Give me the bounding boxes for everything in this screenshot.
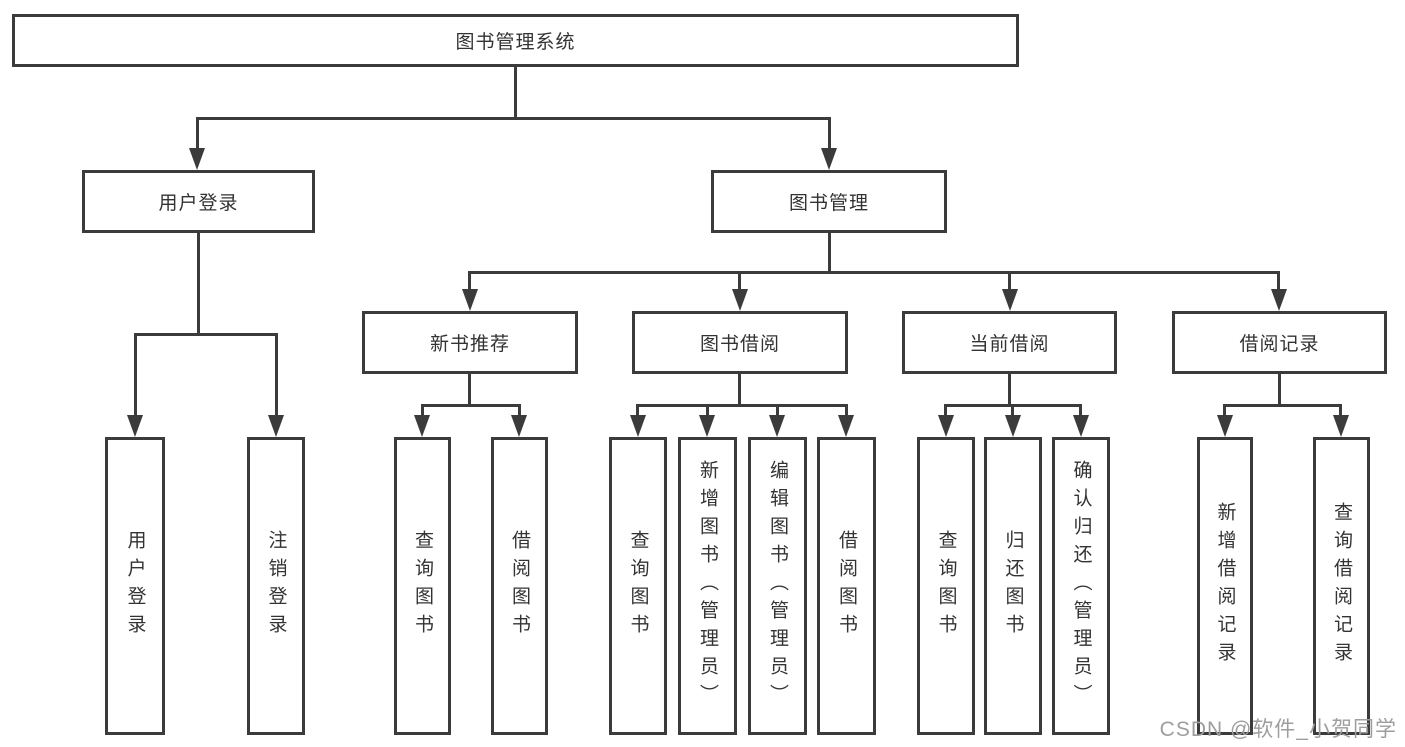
leaf-nb-borrow-books: 借阅图书 — [491, 437, 548, 735]
edge-to-current-borrowing — [1008, 271, 1011, 295]
edge-to-br-add — [1223, 404, 1226, 418]
leaf-br-query-record-label: 查询借阅记录 — [1331, 502, 1352, 670]
edge-current-borrowing-stub — [1008, 373, 1011, 406]
node-root-label: 图书管理系统 — [455, 32, 576, 53]
node-book-management-label: 图书管理 — [788, 193, 869, 214]
arrowhead-icon — [1002, 289, 1018, 311]
edge-borrow-records-branch — [1223, 404, 1342, 407]
arrowhead-icon — [189, 148, 205, 170]
edge-to-bb-query — [636, 404, 639, 418]
node-user-login: 用户登录 — [82, 170, 315, 233]
arrowhead-icon — [1333, 415, 1349, 437]
leaf-logout-label: 注销登录 — [265, 530, 287, 642]
arrowhead-icon — [268, 415, 284, 437]
edge-to-nb-query — [421, 404, 424, 418]
node-current-borrowing-label: 当前借阅 — [969, 334, 1050, 355]
node-book-borrowing-label: 图书借阅 — [699, 334, 780, 355]
edge-to-bb-add — [706, 404, 709, 418]
leaf-logout: 注销登录 — [247, 437, 305, 735]
leaf-bb-borrow-books: 借阅图书 — [817, 437, 876, 735]
leaf-cb-return-books: 归还图书 — [984, 437, 1042, 735]
edge-user-login-branch — [134, 333, 278, 336]
edge-book-borrowing-stub — [738, 373, 741, 406]
edge-to-nb-borrow — [518, 404, 521, 418]
edge-to-cb-query — [944, 404, 947, 418]
leaf-br-add-record-label: 新增借阅记录 — [1214, 502, 1236, 670]
edge-to-book-borrowing — [738, 271, 741, 295]
arrowhead-icon — [769, 415, 785, 437]
leaf-nb-borrow-books-label: 借阅图书 — [509, 530, 530, 642]
node-borrow-records-label: 借阅记录 — [1239, 334, 1320, 355]
node-borrow-records: 借阅记录 — [1172, 311, 1387, 374]
arrowhead-icon — [1271, 289, 1287, 311]
node-root: 图书管理系统 — [12, 14, 1019, 67]
leaf-user-login-label: 用户登录 — [124, 530, 146, 642]
edge-book-management-branch — [468, 271, 1280, 274]
leaf-cb-query-books-label: 查询图书 — [935, 530, 957, 642]
arrowhead-icon — [1005, 415, 1021, 437]
edge-new-book-stub — [468, 373, 471, 406]
arrowhead-icon — [511, 415, 527, 437]
edge-new-book-branch — [421, 404, 521, 407]
arrowhead-icon — [938, 415, 954, 437]
leaf-bb-edit-books-admin-label: 编辑图书（管理员） — [767, 460, 788, 712]
leaf-user-login: 用户登录 — [105, 437, 165, 735]
arrowhead-icon — [1217, 415, 1233, 437]
edge-to-borrow-records — [1277, 271, 1280, 295]
edge-book-management-stub — [828, 232, 831, 273]
edge-root-to-book-management — [828, 117, 831, 152]
arrowhead-icon — [699, 415, 715, 437]
edge-to-cb-confirm — [1079, 404, 1082, 418]
edge-to-bb-borrow — [845, 404, 848, 418]
leaf-bb-borrow-books-label: 借阅图书 — [836, 530, 857, 642]
node-new-book-recommend-label: 新书推荐 — [429, 334, 510, 355]
node-book-management: 图书管理 — [711, 170, 947, 233]
edge-root-to-user-login — [196, 117, 199, 152]
edge-to-cb-return — [1011, 404, 1014, 418]
leaf-cb-confirm-return-admin: 确认归还（管理员） — [1052, 437, 1110, 735]
node-current-borrowing: 当前借阅 — [902, 311, 1117, 374]
leaf-br-add-record: 新增借阅记录 — [1197, 437, 1253, 735]
arrowhead-icon — [821, 148, 837, 170]
node-book-borrowing: 图书借阅 — [632, 311, 848, 374]
edge-to-bb-edit — [776, 404, 779, 418]
arrowhead-icon — [414, 415, 430, 437]
edge-root-stub — [514, 67, 517, 119]
edge-to-br-query — [1339, 404, 1342, 418]
node-user-login-label: 用户登录 — [158, 193, 239, 214]
leaf-cb-return-books-label: 归还图书 — [1002, 530, 1024, 642]
leaf-bb-query-books: 查询图书 — [609, 437, 667, 735]
leaf-bb-edit-books-admin: 编辑图书（管理员） — [748, 437, 807, 735]
edge-book-borrowing-branch — [636, 404, 848, 407]
edge-to-leaf-user-login — [134, 333, 137, 417]
arrowhead-icon — [630, 415, 646, 437]
edge-borrow-records-stub — [1278, 373, 1281, 406]
arrowhead-icon — [1073, 415, 1089, 437]
node-new-book-recommend: 新书推荐 — [362, 311, 578, 374]
edge-to-new-book — [468, 271, 471, 295]
arrowhead-icon — [462, 289, 478, 311]
edge-to-leaf-logout — [275, 333, 278, 417]
leaf-bb-query-books-label: 查询图书 — [627, 530, 649, 642]
arrowhead-icon — [732, 289, 748, 311]
leaf-cb-confirm-return-admin-label: 确认归还（管理员） — [1070, 460, 1092, 712]
edge-root-branch — [196, 117, 831, 120]
leaf-br-query-record: 查询借阅记录 — [1313, 437, 1370, 735]
leaf-nb-query-books: 查询图书 — [394, 437, 451, 735]
leaf-cb-query-books: 查询图书 — [917, 437, 975, 735]
leaf-bb-add-books-admin: 新增图书（管理员） — [678, 437, 737, 735]
leaf-nb-query-books-label: 查询图书 — [412, 530, 433, 642]
leaf-bb-add-books-admin-label: 新增图书（管理员） — [697, 460, 718, 712]
edge-user-login-stub — [197, 232, 200, 335]
arrowhead-icon — [127, 415, 143, 437]
watermark: CSDN @软件_小贺同学 — [1159, 718, 1397, 741]
arrowhead-icon — [838, 415, 854, 437]
